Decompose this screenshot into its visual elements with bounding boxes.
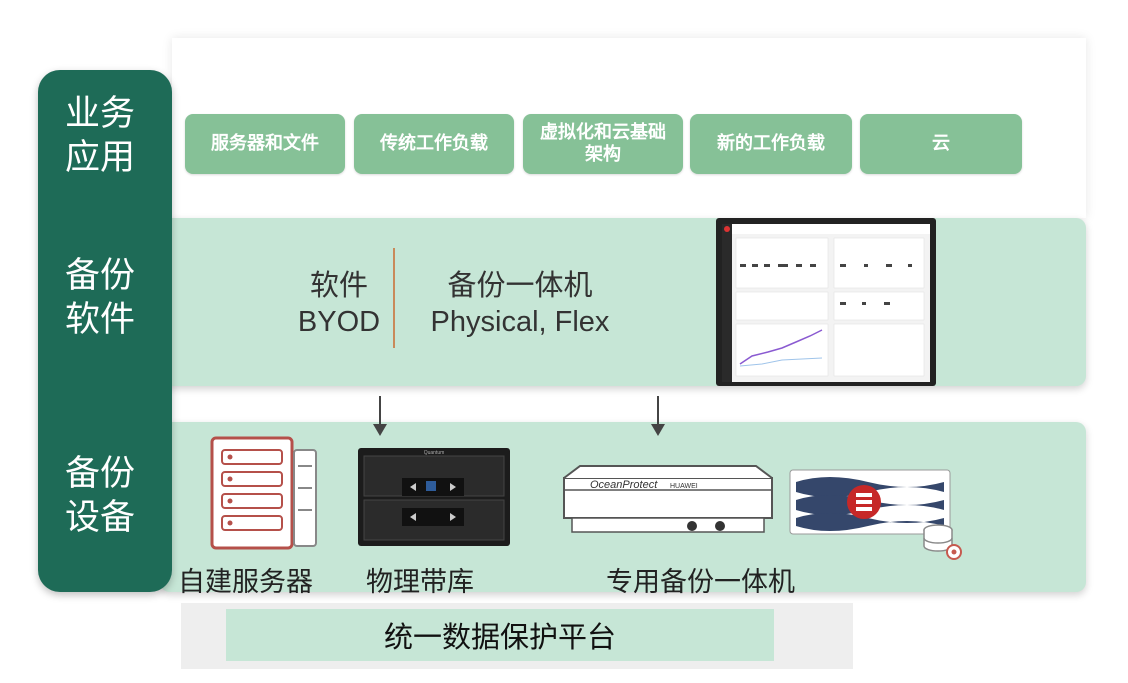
app-box-servers-files: 服务器和文件	[185, 114, 345, 174]
layer-column	[38, 70, 172, 592]
dashboard-screenshot-content	[722, 224, 930, 382]
app-box-new-workloads: 新的工作负载	[690, 114, 852, 174]
layer-label-app: 业务 应用	[64, 94, 135, 178]
tape-library-icon: Quantum	[358, 448, 510, 546]
appliance-brand-label: OceanProtect	[590, 479, 658, 491]
app-box-virtualization-cloud: 虚拟化和云基础架构	[523, 114, 683, 174]
software-divider	[393, 248, 395, 348]
device-label-server: 自建服务器	[178, 567, 313, 598]
arrow-down-icon	[373, 396, 387, 436]
vendor-label: HUAWEI	[670, 483, 698, 490]
app-box-cloud: 云	[860, 114, 1022, 174]
device-label-appliance: 专用备份一体机	[606, 567, 795, 598]
dashboard-mock-graphic	[722, 224, 930, 382]
storage-array-icon	[789, 469, 962, 560]
backup-appliance-icon: OceanProtect HUAWEI	[563, 465, 773, 533]
tape-brand-label: Quantum	[424, 450, 445, 456]
platform-label: 统一数据保护平台	[226, 609, 774, 661]
software-appliance: 备份一体机 Physical, Flex	[430, 270, 610, 338]
device-label-tape: 物理带库	[366, 567, 474, 598]
software-byod: 软件 BYOD	[297, 270, 381, 338]
arrow-down-icon	[651, 396, 665, 436]
server-rack-icon	[210, 436, 317, 550]
app-box-traditional-workloads: 传统工作负载	[354, 114, 514, 174]
layer-label-software: 备份 软件	[64, 256, 135, 340]
layer-label-device: 备份 设备	[64, 454, 135, 538]
